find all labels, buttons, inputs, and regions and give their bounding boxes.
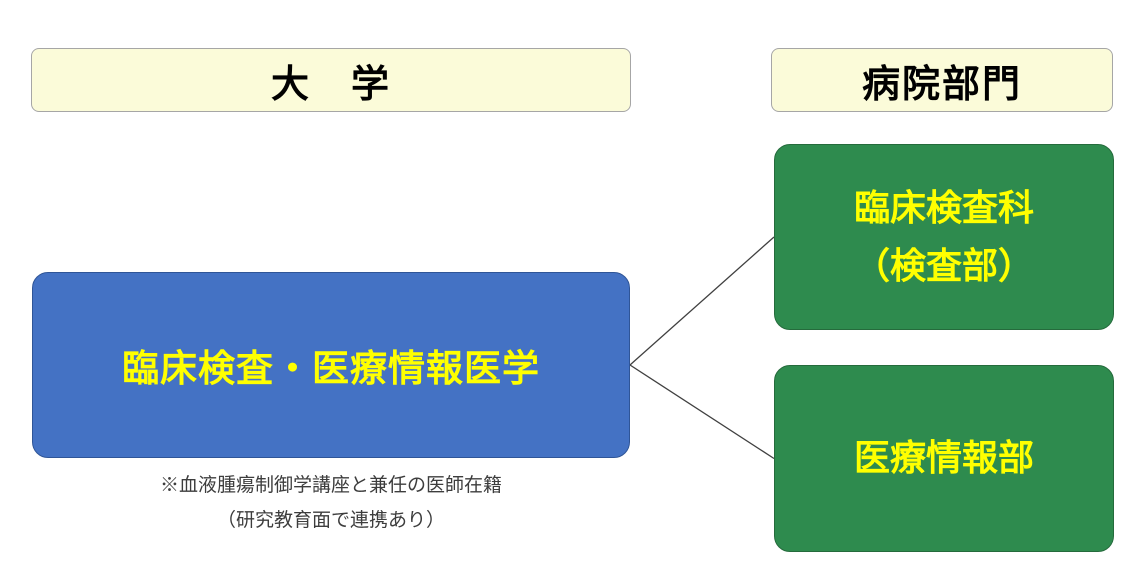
connector-line [629,364,775,460]
university-header: 大 学 [31,48,631,112]
university-node-label: 臨床検査・医療情報医学 [122,348,540,389]
university-header-label: 大 学 [270,63,391,106]
hospital-node-1: 臨床検査科 （検査部） [774,144,1114,330]
hospital-node-2: 医療情報部 [774,365,1114,552]
university-node: 臨床検査・医療情報医学 [32,272,630,458]
hospital-header-label: 病院部門 [861,63,1022,106]
hospital-node-2-label: 医療情報部 [853,437,1034,479]
hospital-node-1-label-line-2: （検査部） [853,245,1034,286]
hospital-header: 病院部門 [771,48,1113,112]
hospital-node-1-label-line-1: 臨床検査科 [853,186,1034,228]
footnote-line-2: （研究教育面で連携あり） [216,510,445,531]
footnote: ※血液腫瘍制御学講座と兼任の医師在籍 （研究教育面で連携あり） [32,468,630,538]
connector-line [629,236,775,366]
footnote-line-1: ※血液腫瘍制御学講座と兼任の医師在籍 [159,475,502,496]
